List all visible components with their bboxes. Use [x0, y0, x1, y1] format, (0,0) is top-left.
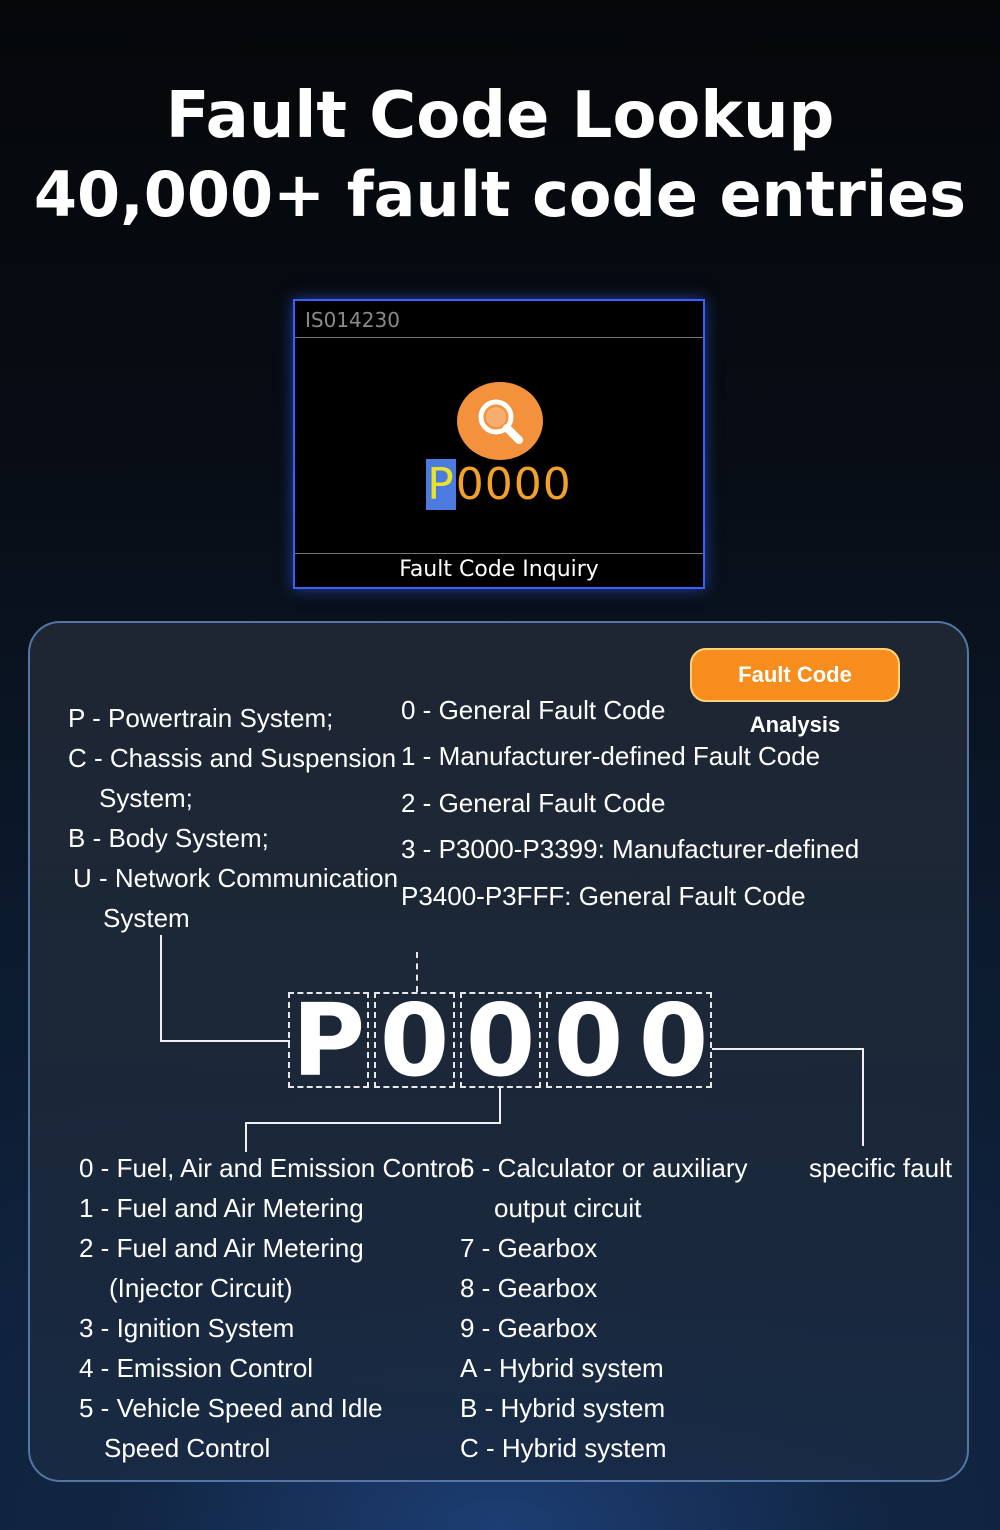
- code-type-3: 3 - P3000-P3399: Manufacturer-defined: [401, 834, 860, 864]
- subsystem-4: 4 - Emission Control: [79, 1353, 314, 1383]
- subsystem-7: 7 - Gearbox: [460, 1233, 598, 1263]
- code-char-box-4: 0 0: [546, 982, 712, 1099]
- connector-subsystem-vertical: [499, 1088, 501, 1124]
- subsystem-2: 2 - Fuel and Air Metering: [79, 1233, 364, 1263]
- subsystem-a: A - Hybrid system: [460, 1353, 664, 1383]
- code-char-2: 0: [379, 982, 450, 1099]
- code-type-3-cont: P3400-P3FFF: General Fault Code: [401, 881, 806, 911]
- code-type-0: 0 - General Fault Code: [401, 695, 666, 725]
- device-screen: IS014230 P0000 Fault Code Inquiry: [293, 299, 705, 589]
- specific-fault-label: specific fault: [809, 1153, 953, 1183]
- page-title-line1: Fault Code Lookup: [165, 79, 835, 153]
- subsystem-9: 9 - Gearbox: [460, 1313, 598, 1343]
- subsystem-2-cont: (Injector Circuit): [109, 1273, 293, 1303]
- subsystem-3: 3 - Ignition System: [79, 1313, 295, 1343]
- system-network-cont: System: [103, 903, 190, 933]
- fault-code-input[interactable]: P0000: [295, 459, 703, 511]
- fault-code-analysis-badge: Fault Code Analysis: [690, 648, 900, 737]
- system-chassis-cont: System;: [99, 783, 193, 813]
- system-body: B - Body System;: [68, 823, 269, 853]
- code-char-box-2: 0: [374, 982, 455, 1099]
- screen-caption: Fault Code Inquiry: [399, 557, 599, 582]
- search-icon: [457, 382, 543, 460]
- input-cursor-char: P: [426, 459, 456, 510]
- subsystem-6-cont: output circuit: [494, 1193, 642, 1223]
- connector-specific-vertical: [862, 1048, 864, 1146]
- code-char-3: 0: [465, 982, 536, 1099]
- subsystem-0: 0 - Fuel, Air and Emission Control: [79, 1153, 467, 1183]
- code-char-1: P: [291, 982, 366, 1099]
- subsystem-b: B - Hybrid system: [460, 1393, 666, 1423]
- screen-header-bar: IS014230: [295, 301, 703, 338]
- input-rest-chars: 0000: [455, 459, 572, 510]
- subsystem-1: 1 - Fuel and Air Metering: [79, 1193, 364, 1223]
- analysis-panel: [28, 621, 969, 1482]
- connector-subsystem-horizontal: [245, 1122, 501, 1124]
- code-char-5: 0: [638, 982, 709, 1099]
- subsystem-5-cont: Speed Control: [104, 1433, 271, 1463]
- system-network: U - Network Communication: [73, 863, 399, 893]
- subsystem-5: 5 - Vehicle Speed and Idle: [79, 1393, 383, 1423]
- connector-subsystem-drop: [245, 1122, 247, 1152]
- screen-divider: [295, 553, 703, 554]
- page-title-line2: 40,000+ fault code entries: [33, 158, 967, 231]
- subsystem-8: 8 - Gearbox: [460, 1273, 598, 1303]
- connector-system-horizontal: [160, 1040, 290, 1042]
- code-char-box-1: P: [288, 982, 369, 1099]
- code-type-2: 2 - General Fault Code: [401, 788, 666, 818]
- subsystem-6: 6 - Calculator or auxiliary: [460, 1153, 748, 1183]
- system-powertrain: P - Powertrain System;: [68, 703, 334, 733]
- code-char-box-3: 0: [460, 982, 541, 1099]
- code-char-4: 0: [553, 982, 624, 1099]
- system-chassis: C - Chassis and Suspension: [68, 743, 397, 773]
- connector-system-vertical: [160, 935, 162, 1042]
- code-type-1: 1 - Manufacturer-defined Fault Code: [401, 741, 821, 771]
- subsystem-c: C - Hybrid system: [460, 1433, 667, 1463]
- protocol-id-label: IS014230: [305, 308, 400, 332]
- connector-specific-horizontal: [712, 1048, 864, 1050]
- connector-code-type-dashed: [416, 952, 418, 992]
